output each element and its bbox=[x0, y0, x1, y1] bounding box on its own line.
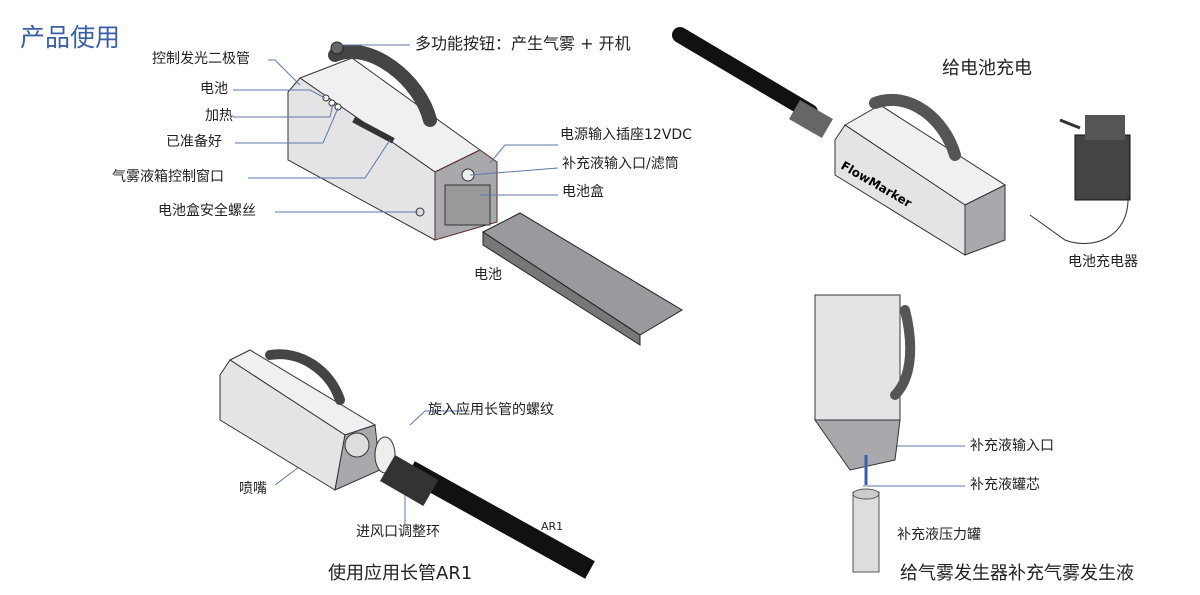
label-ready-led: 已准备好 bbox=[166, 134, 222, 150]
fog-generator-main bbox=[287, 41, 498, 241]
page-title: 产品使用 bbox=[20, 23, 121, 52]
caption-ar1: 使用应用长管AR1 bbox=[328, 563, 473, 584]
label-battery-led: 电池 bbox=[200, 81, 228, 97]
label-refill-can: 补充液压力罐 bbox=[897, 527, 981, 543]
label-refill-core: 补充液罐芯 bbox=[970, 477, 1040, 493]
label-multifunction-button: 多功能按钮：产生气雾 + 开机 bbox=[415, 34, 631, 53]
label-thread: 旋入应用长管的螺纹 bbox=[428, 402, 554, 418]
fog-generator-refill bbox=[814, 294, 916, 573]
label-heating-led: 加热 bbox=[205, 108, 233, 124]
label-battery: 电池 bbox=[474, 267, 502, 283]
fog-generator-charging: FlowMarker bbox=[834, 93, 1007, 256]
label-battery-screw: 电池盒安全螺丝 bbox=[158, 203, 256, 219]
label-ar1: AR1 bbox=[541, 520, 564, 533]
label-fluid-window: 气雾液箱控制窗口 bbox=[112, 169, 224, 185]
battery-pack bbox=[482, 212, 683, 346]
label-battery-box: 电池盒 bbox=[562, 184, 604, 200]
label-refill-port: 补充液输入口 bbox=[970, 438, 1054, 454]
charger bbox=[1029, 115, 1131, 244]
fog-generator-ar1 bbox=[219, 349, 595, 579]
label-inlet-ring: 进风口调整环 bbox=[356, 524, 440, 540]
label-control-led: 控制发光二极管 bbox=[152, 51, 250, 67]
label-refill-inlet: 补充液输入口/滤筒 bbox=[562, 156, 679, 172]
caption-charging: 给电池充电 bbox=[942, 58, 1032, 79]
label-power-socket: 电源输入插座12VDC bbox=[560, 127, 692, 143]
label-charger: 电池充电器 bbox=[1068, 254, 1138, 270]
label-nozzle: 喷嘴 bbox=[239, 481, 267, 497]
caption-refill: 给气雾发生器补充气雾发生液 bbox=[900, 563, 1134, 584]
